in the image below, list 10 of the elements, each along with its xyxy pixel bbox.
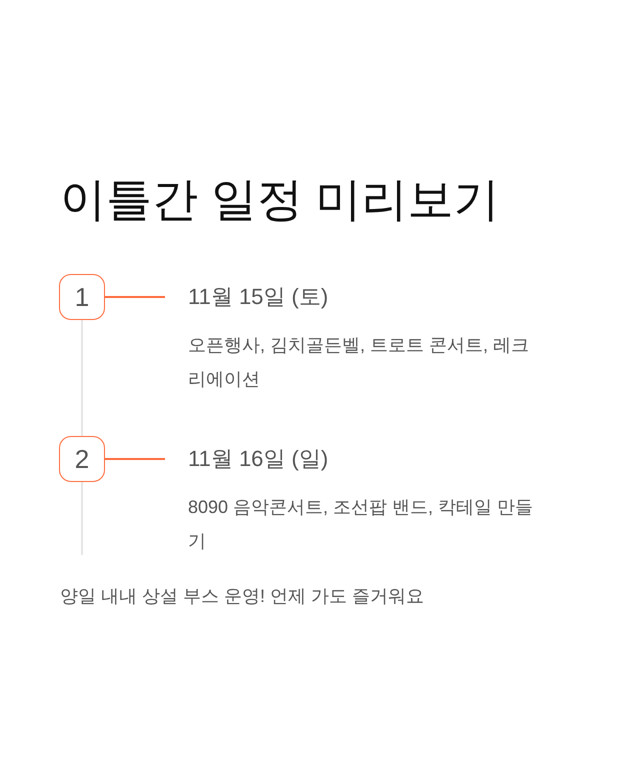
step-number: 1 bbox=[59, 274, 105, 320]
schedule-description: 8090 음악콘서트, 조선팝 밴드, 칵테일 만들기 bbox=[188, 496, 534, 553]
connector-line bbox=[105, 458, 165, 460]
step-number: 2 bbox=[59, 436, 105, 482]
schedule-date: 11월 16일 (일) bbox=[188, 445, 328, 473]
schedule-description: 오픈행사, 김치골든벨, 트로트 콘서트, 레크리에이션 bbox=[188, 334, 530, 391]
connector-line bbox=[105, 296, 165, 298]
title: 이틀간 일정 미리보기 bbox=[60, 172, 500, 227]
footer-note: 양일 내내 상설 부스 운영! 언제 가도 즐거워요 bbox=[60, 585, 424, 608]
schedule-date: 11월 15일 (토) bbox=[188, 283, 328, 311]
